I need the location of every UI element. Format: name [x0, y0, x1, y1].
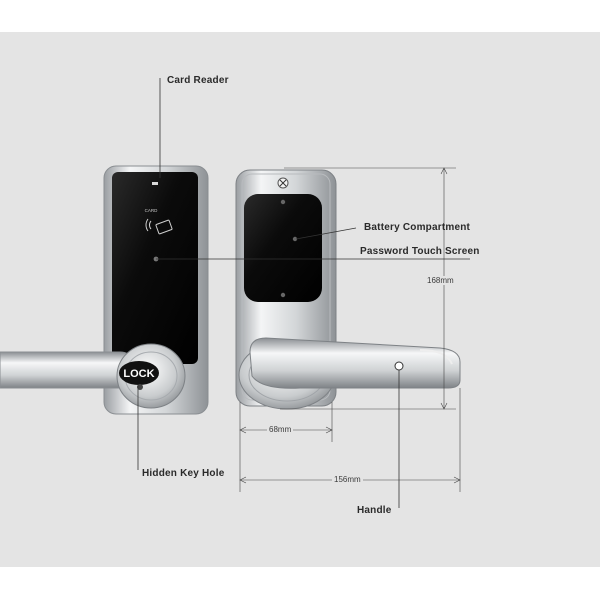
front-lever-handle: [0, 351, 133, 389]
card-reader-panel: [112, 172, 198, 364]
back-lock-unit: [235, 169, 461, 410]
label-battery-compartment: Battery Compartment: [364, 222, 471, 233]
led-indicator-icon: [152, 182, 158, 185]
rear-lever-handle: [249, 337, 461, 389]
diagram-stage: LOCK CARD: [0, 32, 600, 567]
dimension-height: 168mm: [425, 276, 456, 285]
label-password-touch-screen: Password Touch Screen: [360, 246, 480, 257]
leader-lines: [137, 78, 470, 508]
door-lock-diagram: LOCK CARD: [0, 78, 470, 508]
screw-icon: [280, 292, 286, 298]
screw-icon: [292, 236, 298, 242]
card-tap-icon: [145, 218, 173, 235]
battery-compartment-cover: [244, 194, 322, 302]
card-label: CARD: [145, 208, 159, 213]
keyhole-icon: [137, 384, 143, 390]
lock-label: LOCK: [123, 368, 154, 380]
screw-icon: [277, 177, 289, 189]
label-hidden-key-hole: Hidden Key Hole: [142, 468, 225, 479]
front-lock-unit: LOCK CARD: [0, 165, 209, 415]
lock-badge: [119, 361, 159, 385]
dimension-backplate-width: 68mm: [267, 425, 294, 434]
dimension-total-length: 156mm: [332, 475, 363, 484]
label-handle: Handle: [357, 505, 392, 516]
dimension-lines: [239, 167, 461, 492]
screw-icon: [280, 199, 286, 205]
label-card-reader: Card Reader: [167, 75, 229, 86]
